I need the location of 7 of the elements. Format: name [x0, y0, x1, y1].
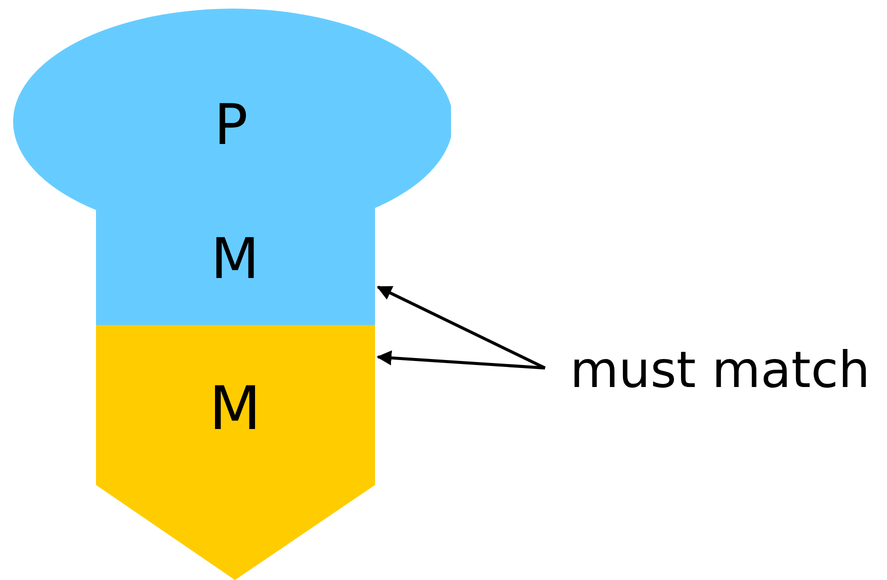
block-letter: M [210, 232, 260, 288]
block-letter: M [209, 379, 261, 439]
leader-arrow [376, 350, 546, 370]
block-letter: P [214, 98, 248, 154]
callout-text: must match [558, 338, 883, 400]
leader-arrow [376, 286, 546, 370]
tip-shape [96, 325, 375, 580]
